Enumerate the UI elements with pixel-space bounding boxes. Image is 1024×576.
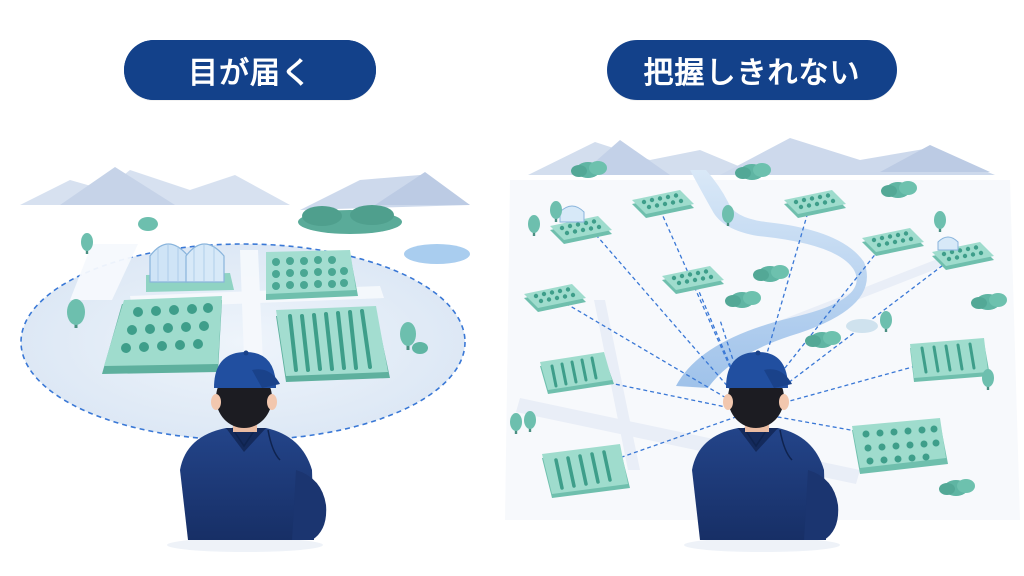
left-panel <box>20 40 470 552</box>
bush-icon <box>138 205 402 234</box>
mountain-icon <box>20 167 470 210</box>
tree-icon <box>67 233 428 354</box>
field-plot <box>852 418 948 474</box>
right-panel <box>505 138 1020 552</box>
river-icon <box>676 170 867 388</box>
field-plot <box>910 338 990 382</box>
field-plot <box>540 352 614 394</box>
field-top-right <box>266 250 358 300</box>
greenhouse-icon <box>146 243 234 292</box>
farmer-icon <box>684 350 840 552</box>
right-panel-title: 把握しきれない <box>607 40 897 100</box>
pond-icon <box>404 244 470 264</box>
field-striped-right <box>276 306 390 382</box>
bush-icon <box>571 161 1007 496</box>
left-panel-title: 目が届く <box>124 40 376 100</box>
field-plot <box>542 444 630 498</box>
field-big-left <box>102 296 222 374</box>
farmer-icon <box>167 350 327 552</box>
greenhouse-icon <box>559 205 959 251</box>
